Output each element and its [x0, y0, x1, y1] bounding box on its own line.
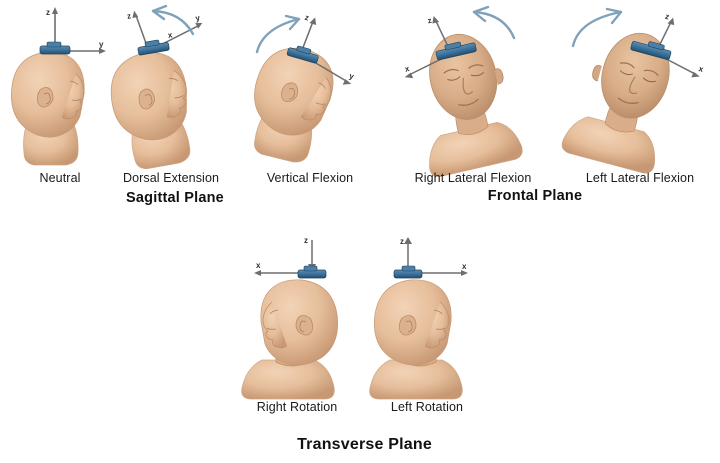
motion-arrow-clockwise: [255, 14, 301, 54]
figure-dorsal-extension: z y x: [98, 0, 243, 170]
figure-left-rotation: z x: [362, 232, 492, 400]
caption-dorsal-extension: Dorsal Extension: [122, 171, 220, 185]
axis-label-z: z: [400, 237, 404, 246]
figure-right-rotation: z x: [232, 232, 362, 400]
axis-label-z: z: [304, 236, 308, 245]
caption-left-lateral-flexion: Left Lateral Flexion: [585, 171, 695, 185]
caption-neutral: Neutral: [39, 171, 81, 185]
sensor-axes-left-rotation: z x: [393, 237, 468, 279]
caption-right-rotation: Right Rotation: [256, 400, 338, 414]
axis-label-z: z: [664, 12, 670, 22]
sensor-axes-right-rotation: z x: [254, 236, 327, 279]
sensor-axes-neutral: z y: [39, 7, 106, 55]
head-model-left-lateral-flexion: [561, 32, 670, 174]
head-model-left-rotation: [369, 279, 463, 400]
axis-label-x: x: [256, 261, 261, 270]
head-model-dorsal-extension: [110, 52, 191, 170]
axis-label-y: y: [195, 13, 201, 23]
caption-left-rotation: Left Rotation: [390, 400, 464, 414]
figure-right-lateral-flexion: z x: [398, 2, 548, 178]
axis-label-y: y: [348, 71, 355, 81]
plane-title-frontal: Frontal Plane: [487, 188, 583, 204]
axis-label-x: x: [462, 262, 467, 271]
sensor-axes-left-lateral-flexion: z x: [630, 12, 705, 78]
motion-arrow-counterclockwise: [151, 4, 195, 36]
head-model-vertical-flexion: [254, 47, 334, 163]
axis-label-y: y: [99, 40, 104, 49]
axis-label-x: x: [698, 64, 705, 74]
figure-vertical-flexion: z y: [243, 6, 388, 170]
caption-vertical-flexion: Vertical Flexion: [266, 171, 354, 185]
motion-arrow-clockwise: [571, 7, 623, 48]
head-model-neutral: [11, 51, 85, 166]
plane-title-sagittal: Sagittal Plane: [126, 190, 224, 206]
figure-neutral: z y: [0, 2, 120, 167]
axis-label-x: x: [167, 30, 173, 40]
axis-label-z: z: [427, 16, 433, 26]
sensor-axes-right-lateral-flexion: z x: [404, 16, 477, 79]
motion-arrow-counterclockwise: [472, 5, 516, 40]
axis-label-z: z: [126, 11, 132, 21]
figure-left-lateral-flexion: z x: [561, 2, 718, 174]
axis-label-z: z: [304, 13, 310, 23]
axis-label-x: x: [404, 64, 411, 74]
plane-title-transverse: Transverse Plane: [297, 436, 432, 453]
caption-right-lateral-flexion: Right Lateral Flexion: [414, 171, 532, 185]
head-model-right-rotation: [241, 279, 338, 400]
sensor-axes-vertical-flexion: z y: [286, 13, 356, 85]
axis-label-z: z: [46, 8, 50, 17]
sensor-axes-dorsal-extension: z y x: [126, 10, 203, 56]
